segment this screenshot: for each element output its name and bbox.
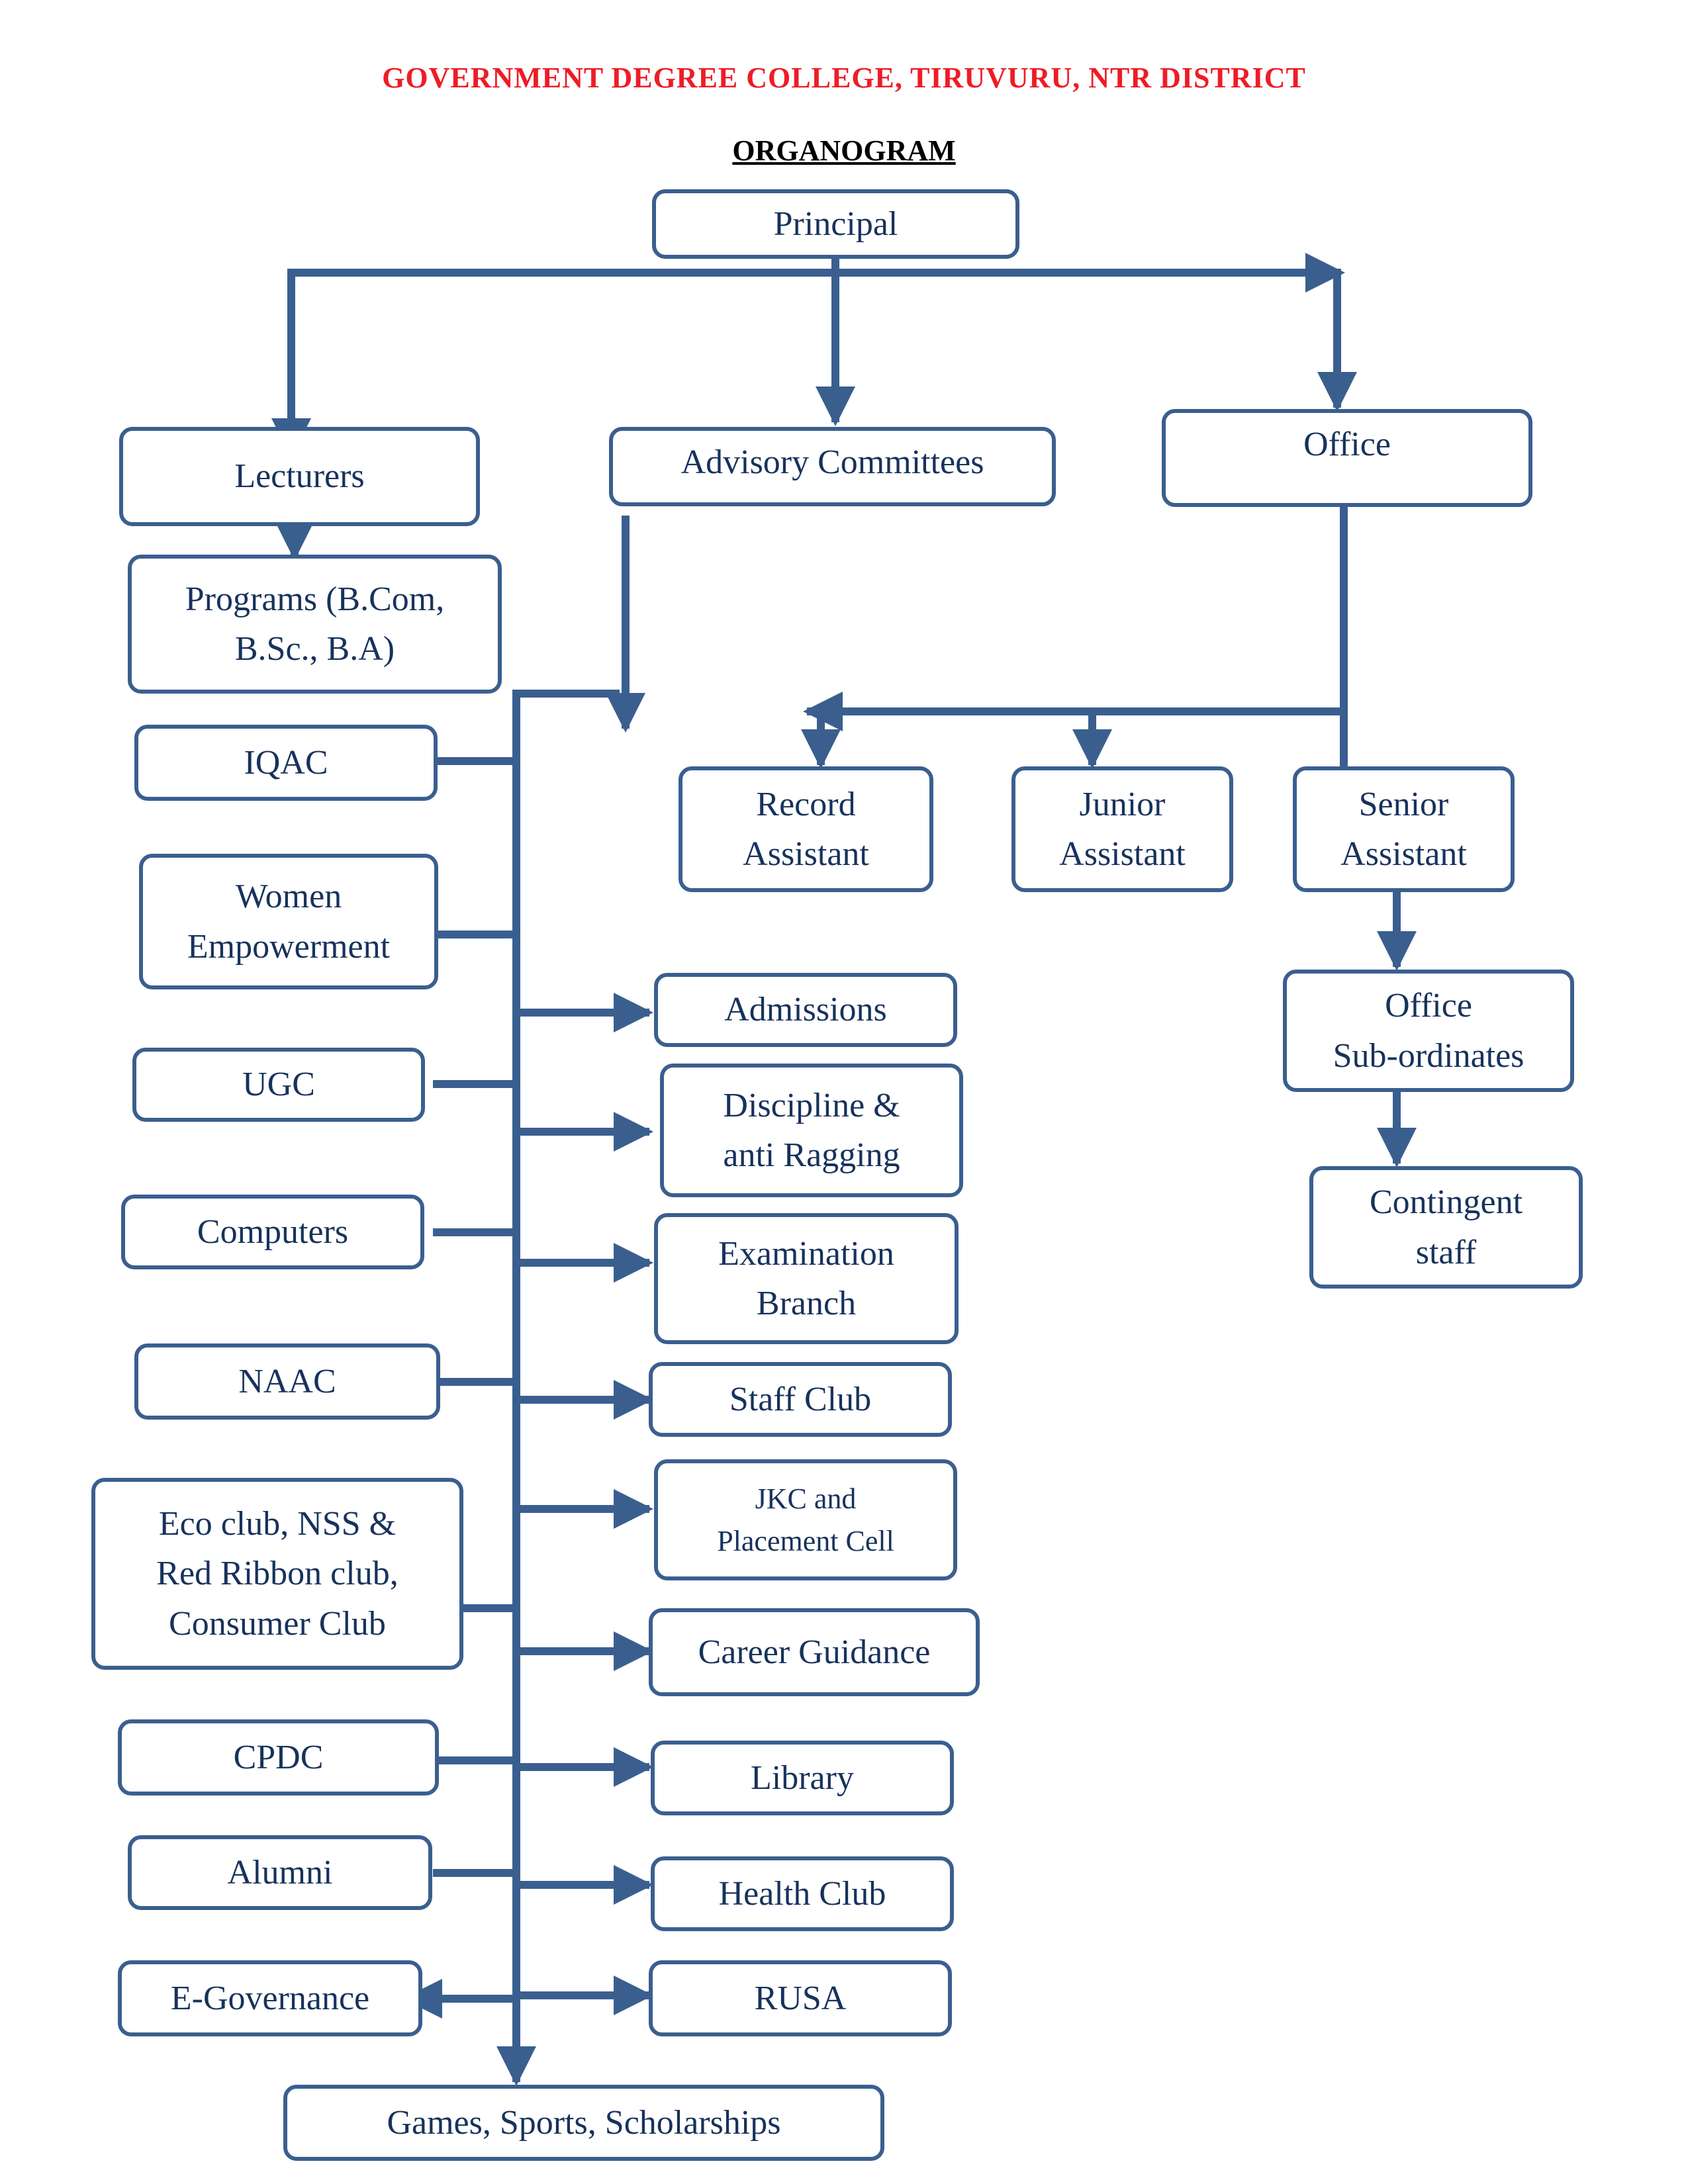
e-governance-node: E-Governance bbox=[118, 1960, 422, 2036]
women-empowerment-node: Women Empowerment bbox=[139, 854, 438, 989]
record-assistant-node: Record Assistant bbox=[679, 766, 933, 892]
games-sports-scholarships-node: Games, Sports, Scholarships bbox=[283, 2085, 884, 2161]
ugc-node: UGC bbox=[132, 1048, 425, 1122]
computers-node: Computers bbox=[121, 1195, 424, 1269]
admissions-node: Admissions bbox=[654, 973, 957, 1047]
senior-assistant-node: Senior Assistant bbox=[1293, 766, 1515, 892]
programs-node: Programs (B.Com, B.Sc., B.A) bbox=[128, 555, 502, 694]
health-club-node: Health Club bbox=[651, 1856, 954, 1931]
office-subordinates-node: Office Sub-ordinates bbox=[1283, 970, 1574, 1092]
cpdc-node: CPDC bbox=[118, 1719, 439, 1796]
lecturers-node: Lecturers bbox=[119, 427, 480, 526]
contingent-staff-node: Contingent staff bbox=[1309, 1166, 1583, 1289]
discipline-anti-ragging-node: Discipline & anti Ragging bbox=[660, 1064, 963, 1197]
iqac-node: IQAC bbox=[134, 725, 438, 801]
career-guidance-node: Career Guidance bbox=[649, 1608, 980, 1696]
chart-title: ORGANOGRAM bbox=[732, 134, 956, 167]
office-node: Office bbox=[1162, 409, 1532, 507]
principal-node: Principal bbox=[652, 189, 1019, 259]
staff-club-node: Staff Club bbox=[649, 1362, 952, 1437]
advisory-committees-node: Advisory Committees bbox=[609, 427, 1056, 506]
eco-club-nss-node: Eco club, NSS & Red Ribbon club, Consume… bbox=[91, 1478, 463, 1670]
college-title: GOVERNMENT DEGREE COLLEGE, TIRUVURU, NTR… bbox=[382, 62, 1306, 94]
junior-assistant-node: Junior Assistant bbox=[1011, 766, 1233, 892]
naac-node: NAAC bbox=[134, 1343, 440, 1420]
jkc-placement-cell-node: JKC and Placement Cell bbox=[654, 1459, 957, 1580]
rusa-node: RUSA bbox=[649, 1960, 952, 2036]
library-node: Library bbox=[651, 1741, 954, 1815]
alumni-node: Alumni bbox=[128, 1835, 432, 1910]
examination-branch-node: Examination Branch bbox=[654, 1213, 959, 1344]
